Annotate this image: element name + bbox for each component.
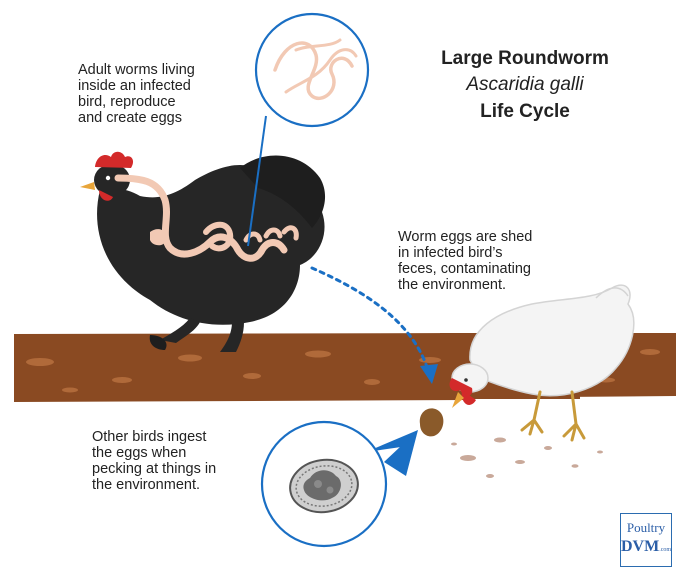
caption-line: the environment. [92, 477, 216, 493]
poultrydvm-logo: Poultry DVM.com [620, 513, 672, 567]
caption-line: and create eggs [78, 110, 195, 126]
title-species: Ascaridia galli [405, 72, 645, 98]
caption-line: Worm eggs are shed [398, 229, 532, 245]
caption-line: the environment. [398, 277, 532, 293]
caption-ingest: Other birds ingest the eggs when pecking… [92, 429, 216, 493]
caption-line: Other birds ingest [92, 429, 216, 445]
infected-hen [80, 152, 325, 352]
caption-line: Adult worms living [78, 62, 195, 78]
caption-line: inside an infected [78, 78, 195, 94]
title-line-3: Life Cycle [405, 98, 645, 126]
title-block: Large Roundworm Ascaridia galli Life Cyc… [405, 46, 645, 126]
caption-line: in infected bird’s [398, 245, 532, 261]
title-line-1: Large Roundworm [405, 46, 645, 72]
logo-line-1: Poultry [621, 519, 671, 537]
egg-magnifier [262, 422, 418, 546]
logo-suffix: .com [659, 547, 671, 553]
caption-line: the eggs when [92, 445, 216, 461]
caption-eggs-shed: Worm eggs are shed in infected bird’s fe… [398, 229, 532, 293]
caption-line: pecking at things in [92, 461, 216, 477]
caption-adult-worms: Adult worms living inside an infected bi… [78, 62, 195, 126]
pecking-hen [450, 285, 634, 440]
caption-line: feces, contaminating [398, 261, 532, 277]
logo-line-2: DVM.com [621, 537, 671, 560]
caption-line: bird, reproduce [78, 94, 195, 110]
logo-dvm: DVM [621, 538, 659, 555]
